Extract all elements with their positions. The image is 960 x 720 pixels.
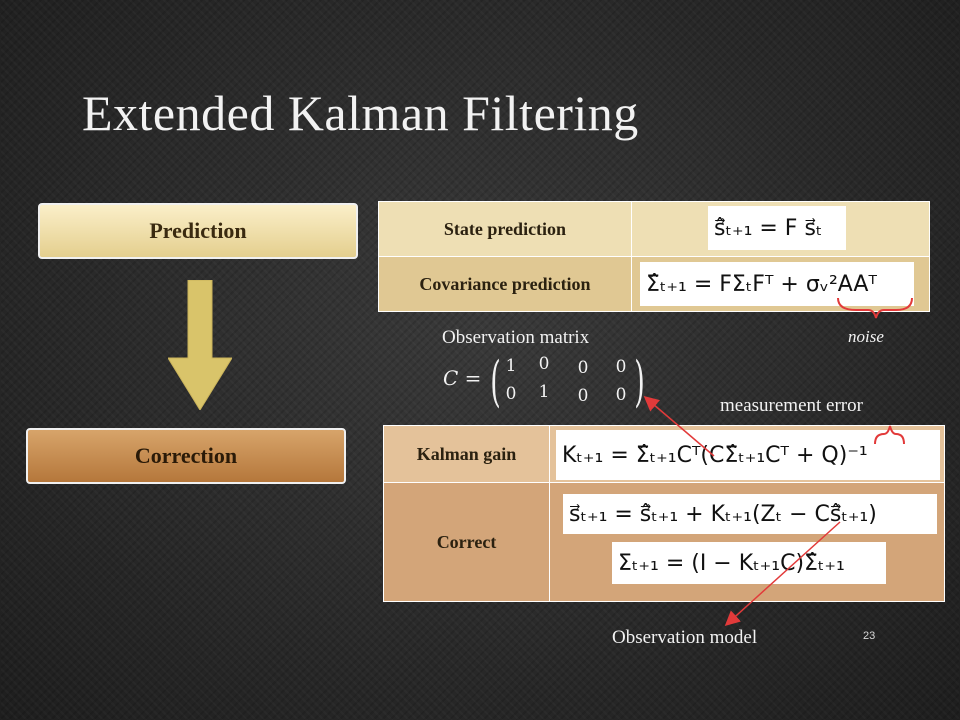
correct-label: Correct: [383, 482, 550, 602]
matrix-cell: 1: [538, 382, 550, 402]
table-row: State prediction: [378, 201, 930, 257]
slide-title: Extended Kalman Filtering: [82, 85, 639, 141]
right-paren-icon: ): [634, 350, 645, 413]
prediction-stage-box: Prediction: [38, 203, 358, 259]
observation-matrix-label: Observation matrix: [442, 327, 590, 348]
state-prediction-equation: ŝ⃗ₜ₊₁ = F s⃗ₜ: [708, 206, 846, 250]
noise-label: noise: [848, 327, 884, 346]
matrix-cell: 0: [505, 384, 517, 404]
left-paren-icon: (: [490, 350, 501, 413]
matrix-lhs: C =: [443, 366, 482, 390]
matrix-cell: 1: [505, 356, 517, 376]
matrix-cell: 0: [577, 386, 589, 406]
covariance-prediction-label: Covariance prediction: [378, 256, 632, 312]
matrix-cell: 0: [577, 358, 589, 378]
down-arrow-icon: [168, 280, 232, 410]
page-number: 23: [863, 630, 876, 642]
covariance-prediction-equation: Σ̂ₜ₊₁ = FΣₜFᵀ + σᵥ²AAᵀ: [640, 262, 914, 306]
observation-model-label: Observation model: [612, 627, 758, 648]
kalman-gain-label: Kalman gain: [383, 425, 550, 483]
state-correct-equation: s⃗ₜ₊₁ = ŝ⃗ₜ₊₁ + Kₜ₊₁(Zₜ − Cŝ⃗ₜ₊₁): [563, 494, 937, 534]
observation-matrix: C = ( 1 0 0 0 0 1 0 0 ): [443, 350, 653, 413]
matrix-cell: 0: [538, 354, 550, 374]
matrix-cell: 0: [615, 357, 627, 377]
matrix-cell: 0: [615, 385, 627, 405]
measurement-error-label: measurement error: [720, 395, 863, 416]
state-prediction-label: State prediction: [378, 201, 632, 257]
correction-stage-box: Correction: [26, 428, 346, 484]
covariance-correct-equation: Σₜ₊₁ = (I − Kₜ₊₁C)Σ̂ₜ₊₁: [612, 542, 886, 584]
kalman-gain-equation: Kₜ₊₁ = Σ̂ₜ₊₁Cᵀ(CΣ̂ₜ₊₁Cᵀ + Q)⁻¹: [556, 430, 940, 480]
